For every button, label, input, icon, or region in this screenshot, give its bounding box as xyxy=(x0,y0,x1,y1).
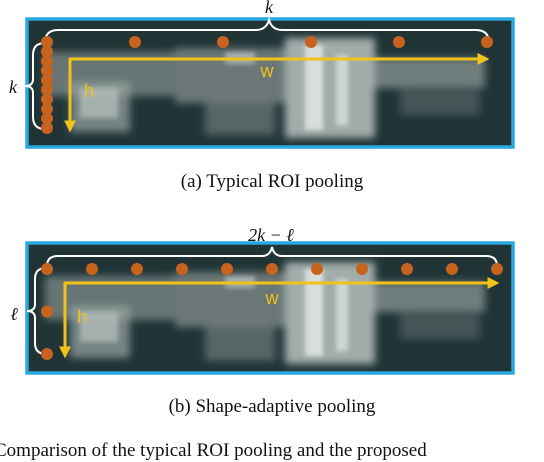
panel-a-sample-points xyxy=(41,36,493,134)
panel-b-image xyxy=(25,241,515,375)
panel-a-image xyxy=(25,17,515,149)
panel-b-top-brace xyxy=(46,246,498,267)
panel-b-top-point xyxy=(446,263,458,275)
panel-a-top-point xyxy=(129,36,141,48)
panel-a-top-point xyxy=(393,36,405,48)
panel-b-top-point xyxy=(356,263,368,275)
panel-a-top-point xyxy=(217,36,229,48)
panel-b-h-label: h xyxy=(77,307,87,327)
panel-b-sample-points xyxy=(41,263,503,360)
panel-a-top-point xyxy=(481,36,493,48)
panel-a-left-point xyxy=(41,102,53,115)
panel-a-w-label: w xyxy=(260,61,275,81)
panel-b-left-label: ℓ xyxy=(10,304,18,324)
panel-a-top-point xyxy=(305,36,317,48)
panel-a-left-brace xyxy=(24,42,46,130)
panel-a-top-label: k xyxy=(265,0,274,17)
panel-b-top-point xyxy=(131,263,143,275)
panel-b-top-point xyxy=(491,263,503,275)
panel-a-h-label: h xyxy=(84,81,94,101)
panel-a-left-label: k xyxy=(9,77,18,97)
panel-b-top-point xyxy=(86,263,98,275)
panel-a-left-point xyxy=(41,55,53,68)
panel-b-top-point xyxy=(41,263,53,275)
panel-a-caption: (a) Typical ROI pooling xyxy=(180,171,364,192)
figure-caption-footer: Comparison of the typical ROI pooling an… xyxy=(0,440,427,461)
panel-a-left-point xyxy=(41,45,53,58)
panel-b-left-point xyxy=(41,305,53,318)
panel-a-left-point xyxy=(41,64,53,77)
panel-a-left-point xyxy=(41,83,53,96)
panel-b-caption: (b) Shape-adaptive pooling xyxy=(168,396,376,417)
panel-b-top-label: 2k − ℓ xyxy=(248,225,294,245)
panel-a-left-point xyxy=(41,74,53,87)
panel-b-top-point xyxy=(311,263,323,275)
panel-a-top-brace xyxy=(44,16,490,44)
panel-a-left-point xyxy=(41,93,53,106)
panel-b-w-label: w xyxy=(265,288,280,308)
panel-b-top-point xyxy=(266,263,278,275)
panel-a-left-point xyxy=(41,112,53,125)
panel-b-border xyxy=(25,241,515,375)
panel-b-top-point xyxy=(176,263,188,275)
panel-a-left-point xyxy=(41,122,53,134)
panel-b-left-brace xyxy=(26,267,47,355)
panel-b-left-point xyxy=(41,348,53,360)
panel-a-top-point xyxy=(41,36,53,48)
panel-b-top-point xyxy=(221,263,233,275)
panel-b: 2k − ℓ ℓ w h xyxy=(10,225,515,375)
panel-a: k k w h xyxy=(9,0,515,149)
panel-b-top-point xyxy=(401,263,413,275)
panel-a-border xyxy=(25,17,515,149)
